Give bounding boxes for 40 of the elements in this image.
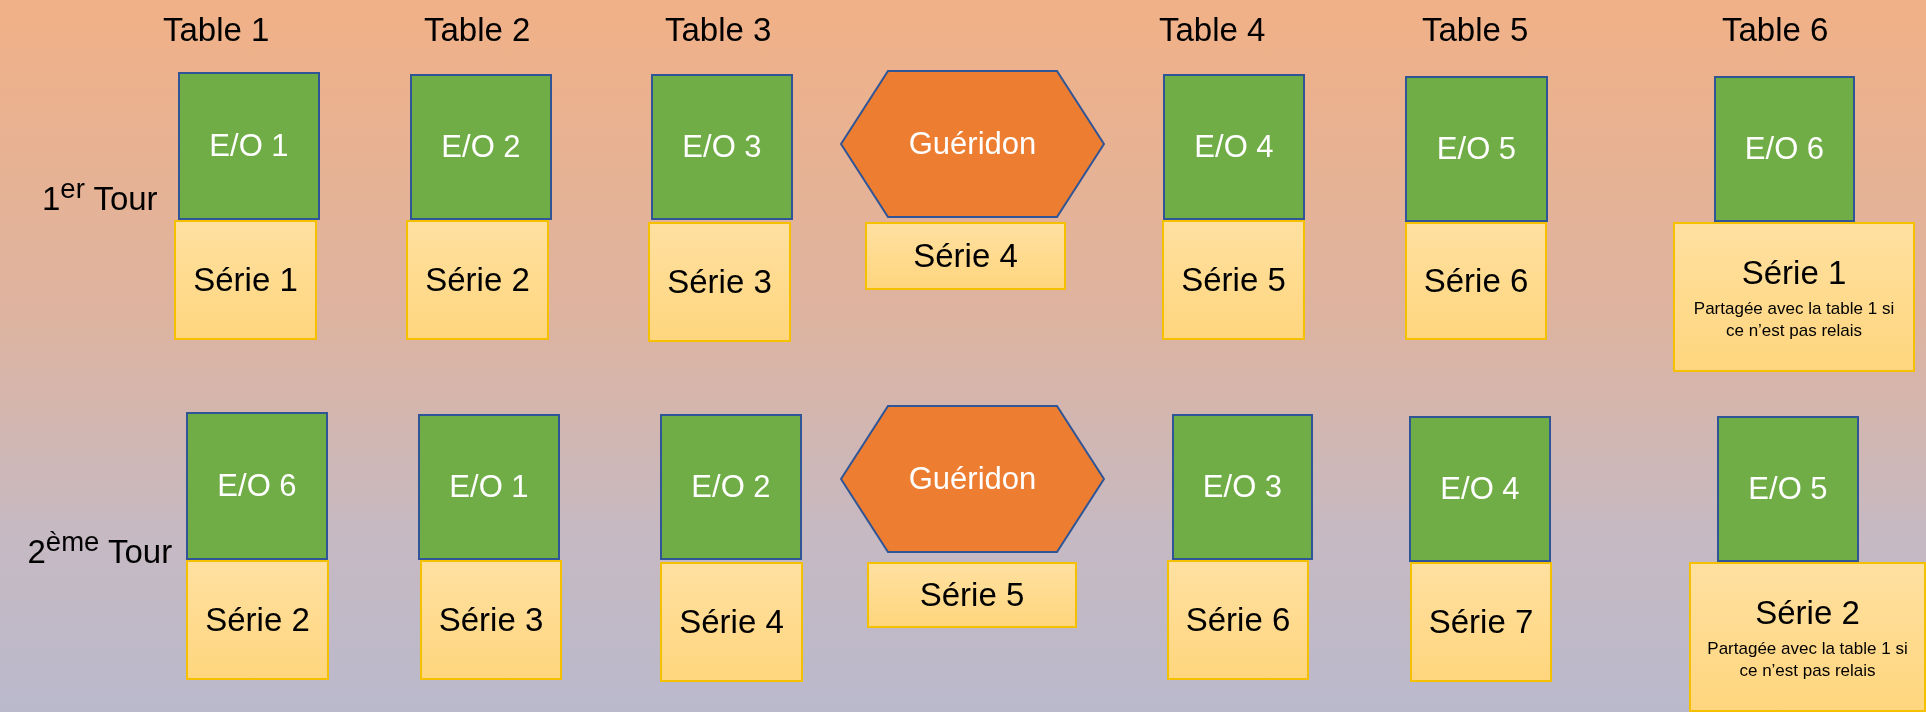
series-card: Série 2 — [186, 560, 329, 680]
column-header: Table 3 — [665, 11, 772, 49]
row-label: 1$^{er}$ Tour — [42, 172, 158, 218]
note-text: Partagée avec la table 1 si ce n’est pas relais — [1706, 637, 1909, 682]
table-box: E/O 6 — [186, 412, 328, 560]
table-box: E/O 3 — [1172, 414, 1313, 560]
table-box: E/O 6 — [1714, 76, 1855, 222]
series-card: Série 5 — [1162, 220, 1305, 340]
node-label: Guéridon — [908, 126, 1037, 162]
series-card: Série 1 — [174, 220, 317, 340]
table-box: E/O 2 — [410, 74, 552, 220]
column-header: Table 6 — [1722, 11, 1829, 49]
series-card: Série 7 — [1410, 562, 1552, 682]
row-label: 2$^{ème}$ Tour — [27, 525, 173, 571]
column-header: Table 5 — [1422, 11, 1529, 49]
series-card: Série 4 — [660, 562, 803, 682]
series-card: Série 2 — [406, 220, 549, 340]
table-box: E/O 5 — [1717, 416, 1859, 562]
series-card — [1673, 222, 1915, 372]
series-title: Série 2 — [1755, 593, 1860, 634]
series-card: Série 3 — [648, 222, 791, 342]
table-box: E/O 5 — [1405, 76, 1548, 222]
table-box: E/O 4 — [1409, 416, 1551, 562]
column-header: Table 1 — [163, 11, 270, 49]
column-header: Table 4 — [1159, 11, 1266, 49]
series-card: Série 6 — [1405, 222, 1547, 340]
series-card: Série 3 — [420, 560, 562, 680]
series-card — [1689, 562, 1926, 712]
table-box: E/O 4 — [1163, 74, 1305, 220]
table-box: E/O 3 — [651, 74, 793, 220]
table-box: E/O 1 — [178, 72, 320, 220]
note-text: Partagée avec la table 1 si ce n’est pas relais — [1692, 297, 1896, 342]
node-label: Guéridon — [908, 461, 1037, 497]
column-header: Table 2 — [424, 11, 531, 49]
table-box: E/O 2 — [660, 414, 802, 560]
series-title: Série 1 — [1741, 253, 1847, 294]
series-card: Série 5 — [867, 562, 1077, 628]
series-card: Série 6 — [1167, 560, 1309, 680]
series-card: Série 4 — [865, 222, 1066, 290]
table-box: E/O 1 — [418, 414, 560, 560]
